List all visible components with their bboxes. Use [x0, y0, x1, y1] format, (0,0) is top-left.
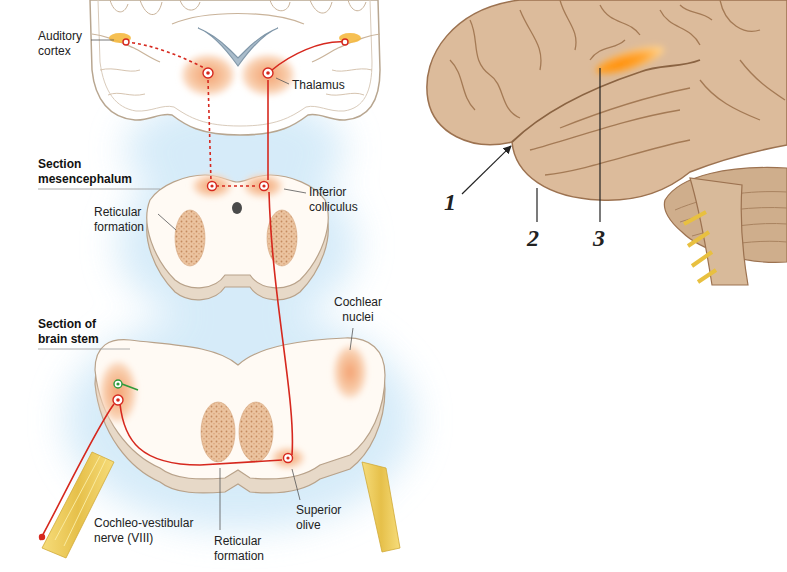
part-label: Reticular formation — [94, 205, 156, 235]
part-label: Cochlear nuclei — [326, 295, 390, 325]
midbrain-section — [147, 175, 328, 300]
neuron-cores — [116, 71, 289, 459]
leader-lines — [38, 40, 353, 530]
lateral-brain-view — [427, 0, 787, 285]
part-label: Thalamus — [292, 78, 345, 93]
part-label: Reticular formation — [214, 534, 276, 564]
brainstem-section — [42, 338, 400, 558]
part-label: Inferior colliculus — [309, 185, 371, 215]
coronal-brain-section — [90, 0, 380, 135]
part-label: Auditory cortex — [38, 29, 98, 59]
callout-number: 3 — [593, 224, 605, 252]
auditory-pathway — [40, 42, 345, 540]
callout-number: 2 — [527, 224, 539, 252]
callout-number: 1 — [444, 188, 456, 216]
neurons — [40, 39, 349, 540]
callout-lines — [462, 68, 600, 222]
part-label: Superior olive — [296, 503, 354, 533]
part-label: Cochleo-vestibular nerve (VIII) — [94, 516, 214, 546]
section-heading: Section of brain stem — [38, 317, 118, 347]
section-heading: Section mesencephalum — [38, 157, 138, 187]
